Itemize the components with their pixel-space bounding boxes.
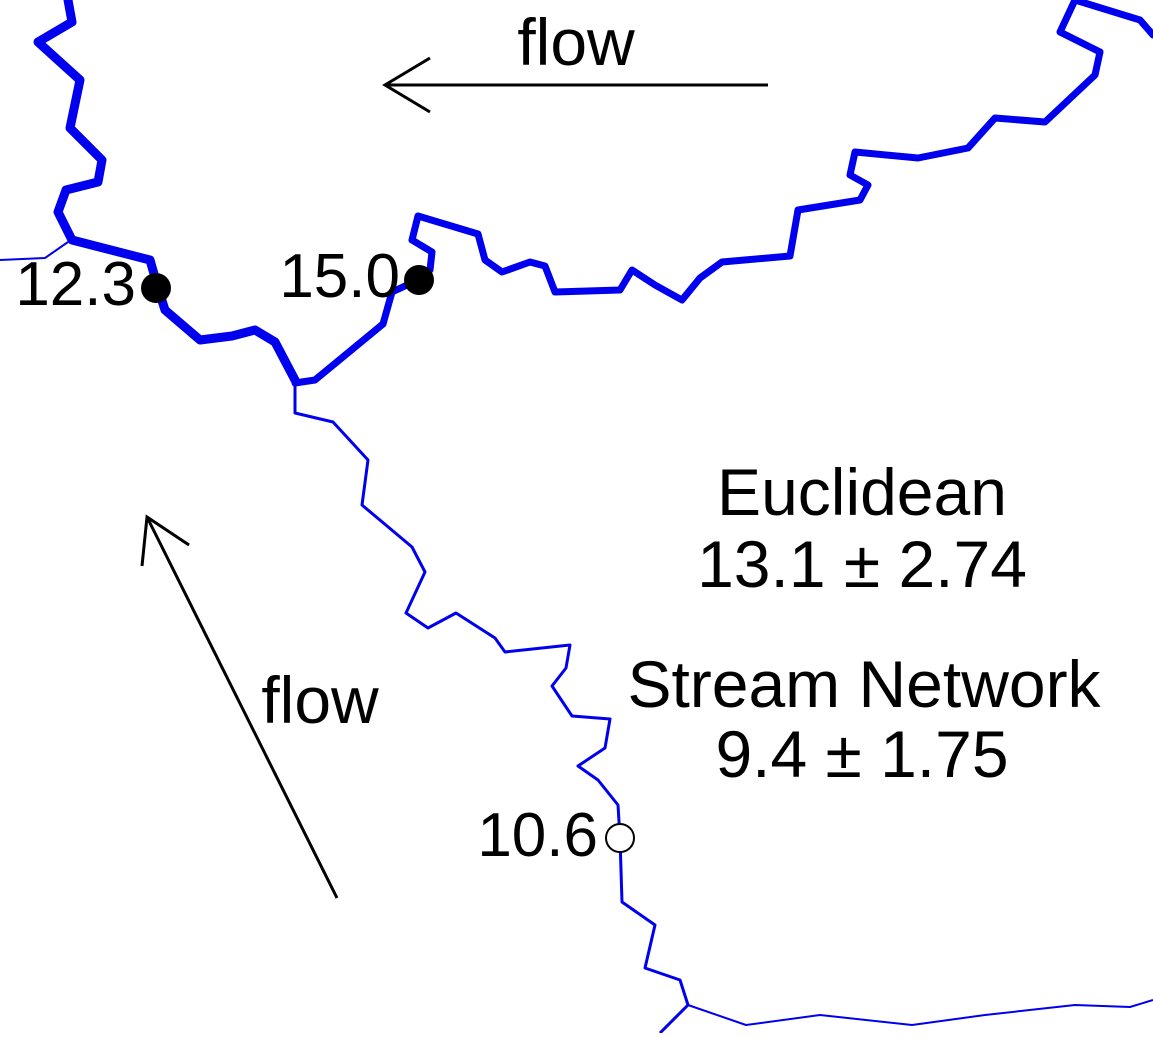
- flow-label-left: flow: [261, 663, 379, 737]
- flow-label-top: flow: [517, 5, 635, 79]
- stream-segment-thin-main: [293, 383, 690, 1035]
- flow-arrow-top: [382, 56, 768, 114]
- prediction-site-marker: [605, 823, 635, 853]
- stream-network-label: Stream Network: [627, 647, 1101, 721]
- stream-segment-thin-south: [687, 999, 1153, 1026]
- flow-arrow-left: [140, 514, 339, 899]
- site-value-label: 12.3: [15, 250, 136, 319]
- site-value-label: 15.0: [279, 242, 400, 311]
- observed-site-marker: [404, 265, 434, 295]
- stream-segment-thick-west: [33, 0, 300, 385]
- euclidean-value: 13.1 ± 2.74: [697, 527, 1027, 601]
- observed-site-marker: [141, 273, 171, 303]
- stream-network-value: 9.4 ± 1.75: [715, 717, 1008, 791]
- stream-segment-thin-west: [0, 241, 69, 261]
- site-value-label: 10.6: [477, 801, 598, 870]
- euclidean-label: Euclidean: [717, 455, 1007, 529]
- stream-segment-thick-east: [291, 0, 1153, 387]
